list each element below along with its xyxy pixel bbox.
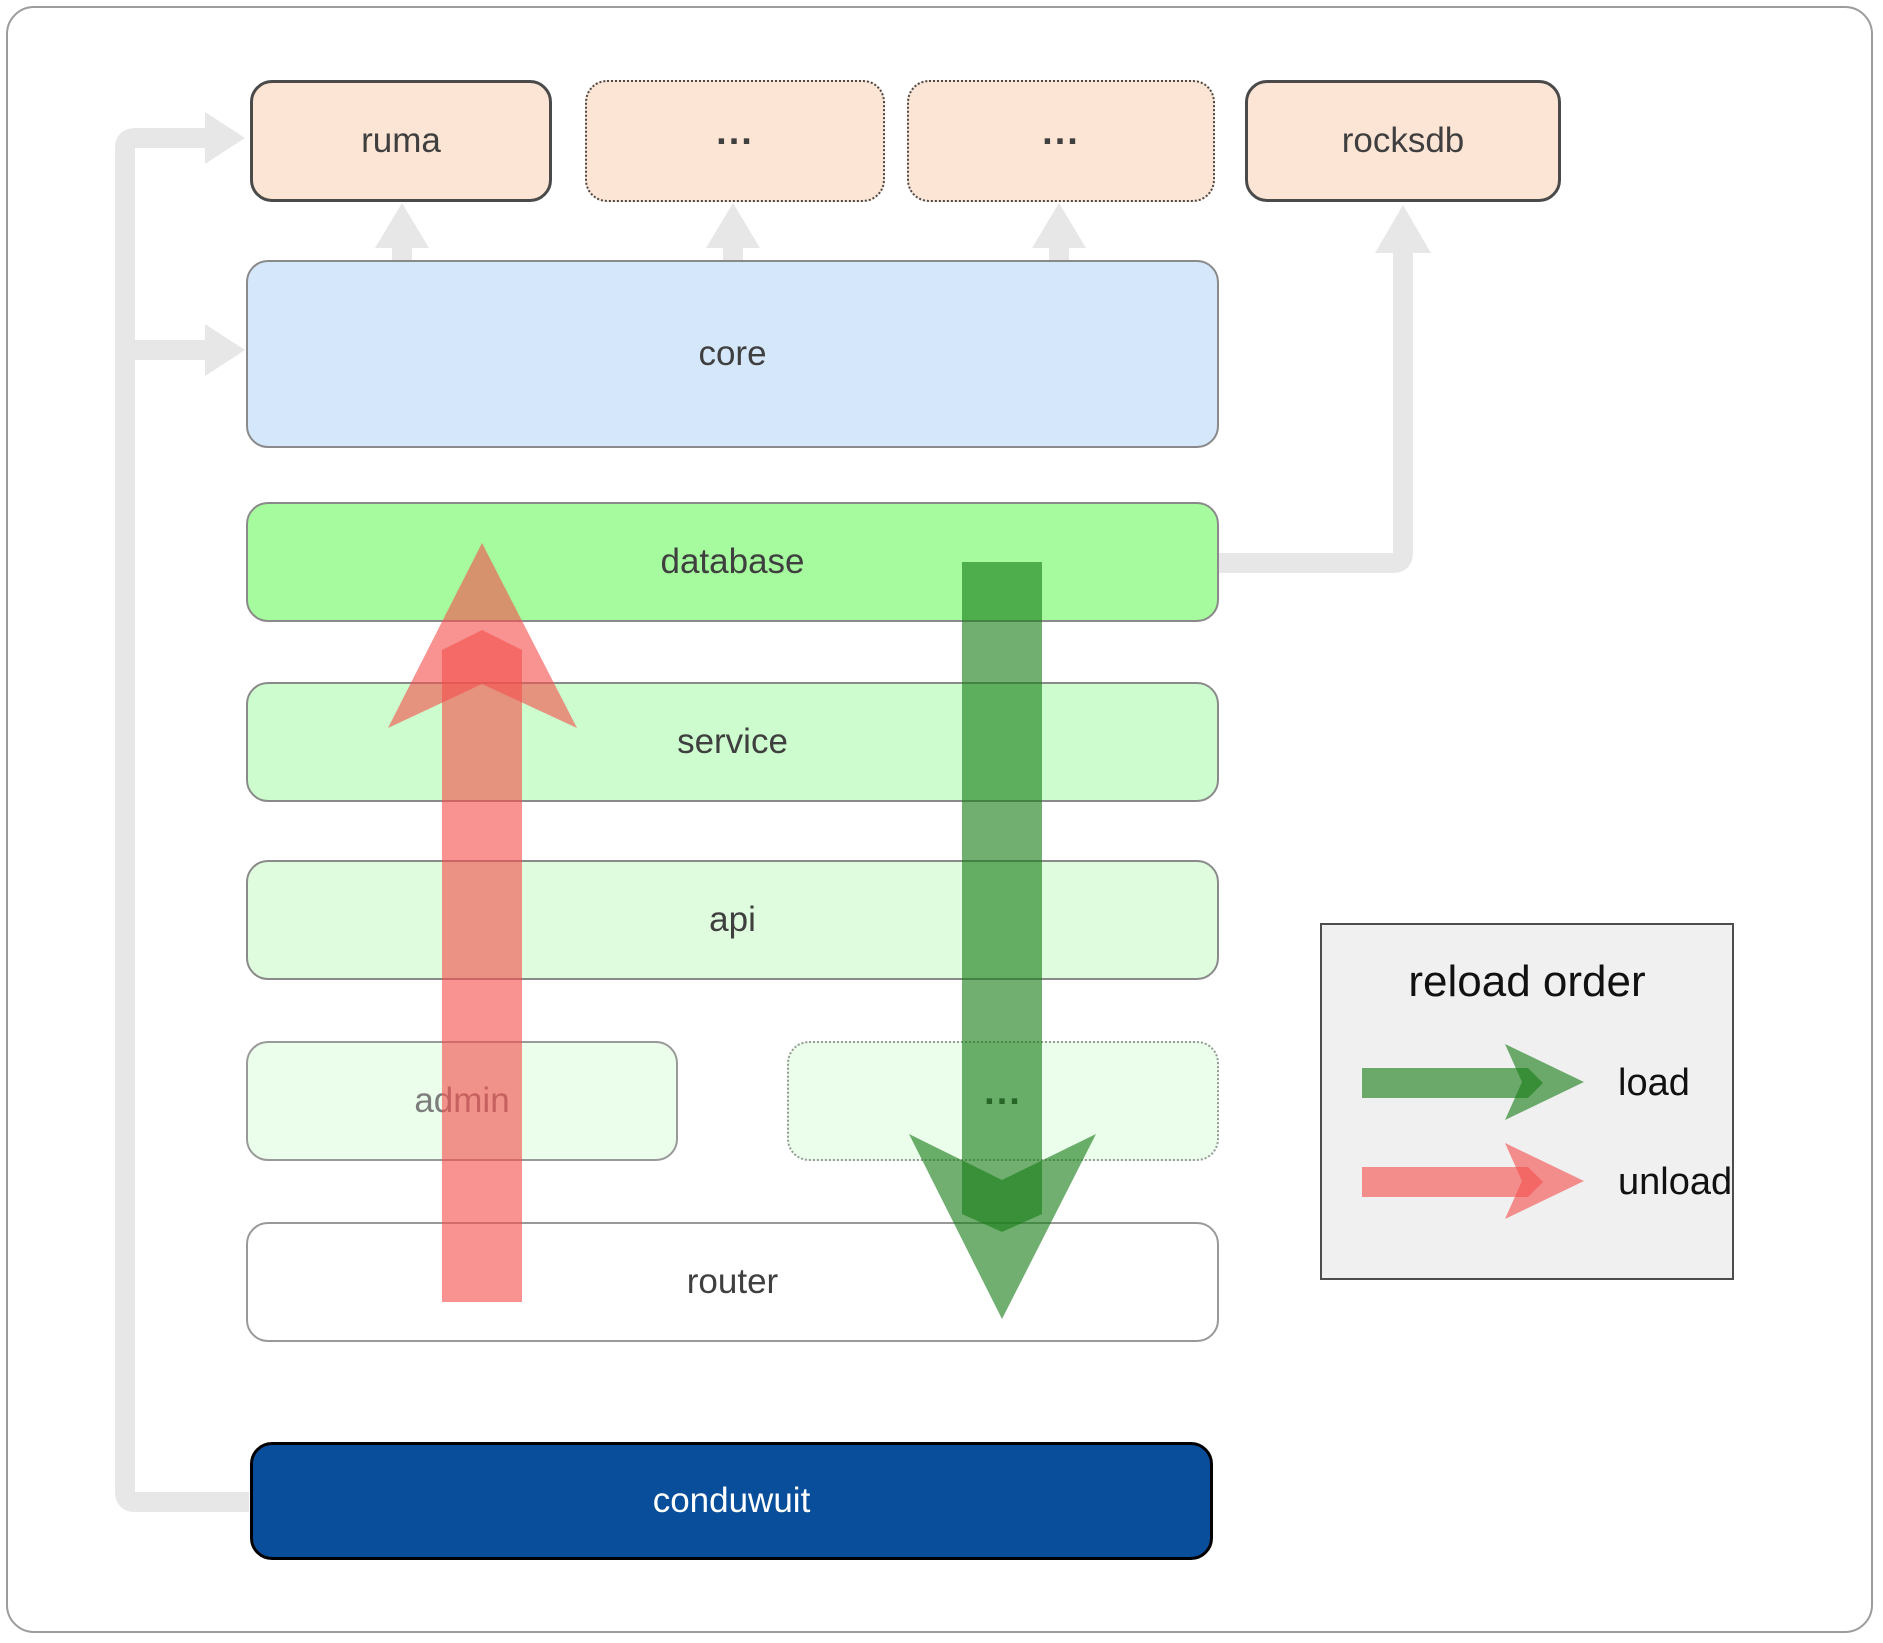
node-service: service [246, 682, 1219, 802]
node-router: router [246, 1222, 1219, 1342]
node-dots-bottom: ... [787, 1041, 1219, 1161]
legend-load-label: load [1618, 1062, 1690, 1104]
node-database: database [246, 502, 1219, 622]
outer-border [6, 6, 1873, 1633]
node-core-label: core [698, 334, 767, 373]
node-core: core [246, 260, 1219, 448]
node-dots-top-2-label: ... [1042, 110, 1080, 153]
legend-box: reload order load unload [1320, 923, 1734, 1280]
node-api-label: api [709, 900, 756, 939]
node-dots-top-1-label: ... [716, 110, 754, 153]
legend-title: reload order [1408, 957, 1646, 1006]
node-ruma-label: ruma [361, 121, 441, 160]
node-database-label: database [660, 542, 805, 581]
legend-unload-label: unload [1618, 1161, 1733, 1203]
node-router-label: router [686, 1262, 779, 1301]
node-api: api [246, 860, 1219, 980]
node-rocksdb: rocksdb [1245, 80, 1561, 202]
node-rocksdb-label: rocksdb [1341, 121, 1465, 160]
node-service-label: service [677, 722, 788, 761]
node-admin: admin [246, 1041, 678, 1161]
node-dots-bottom-label: ... [984, 1070, 1022, 1113]
node-ruma: ruma [250, 80, 552, 202]
node-dots-top-2: ... [907, 80, 1215, 202]
node-conduwuit: conduwuit [250, 1442, 1213, 1560]
node-conduwuit-label: conduwuit [652, 1481, 811, 1520]
node-dots-top-1: ... [585, 80, 885, 202]
node-admin-label: admin [414, 1081, 510, 1120]
